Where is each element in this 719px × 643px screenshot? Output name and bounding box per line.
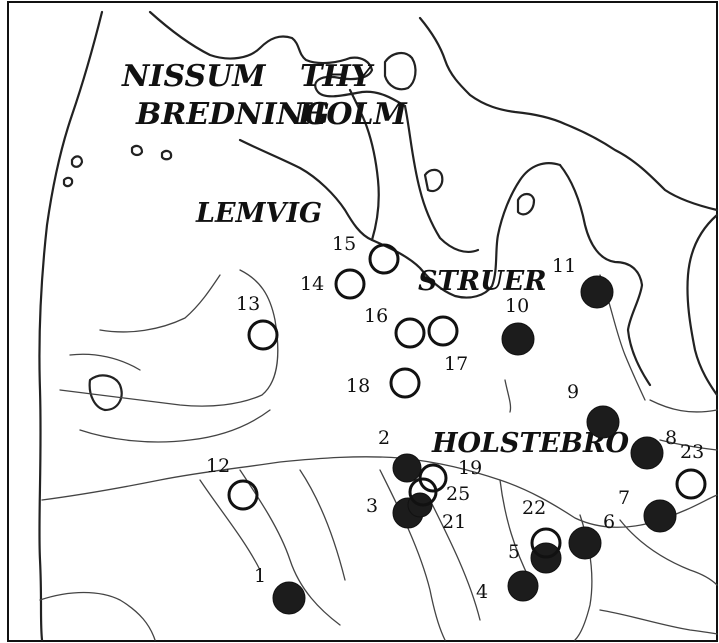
site-marker-open-16 [394,317,426,349]
river-inland-west-2 [79,409,271,443]
site-label-6: 6 [603,511,615,533]
site-label-4: 4 [476,581,488,603]
river-east-3 [659,439,718,451]
place-name-nissum: NISSUM [121,59,266,94]
site-marker-open-23 [675,468,707,500]
site-label-11: 11 [552,255,576,277]
coastline-bay [238,138,562,299]
site-marker-open-14 [334,268,366,300]
site-marker-filled-11 [580,275,614,309]
site-marker-open-17 [427,315,459,347]
site-marker-filled-2 [392,453,422,483]
site-marker-filled-6 [568,526,602,560]
river-holstebro [41,456,718,528]
coastline-east [558,163,652,387]
place-name-struer: STRUER [418,266,547,297]
site-label-10: 10 [505,295,529,317]
site-label-18: 18 [346,375,370,397]
river-south-6 [499,479,531,581]
site-marker-filled-1 [272,581,306,615]
river-inland-west [59,269,279,407]
coastline-peninsula [403,104,480,254]
site-marker-open-22 [530,527,562,559]
place-name-lemvig: LEMVIG [195,198,322,229]
site-label-16: 16 [364,305,388,327]
river-inland-west-4 [69,353,141,371]
site-marker-filled-8 [630,436,664,470]
site-label-3: 3 [366,495,378,517]
site-marker-filled-9 [586,405,620,439]
river-far-south [599,609,718,635]
coastline-far-east [686,213,719,397]
coastline-north [148,10,407,108]
site-marker-open-13 [247,319,279,351]
site-marker-open-12 [227,479,259,511]
site-marker-filled-10 [501,322,535,356]
site-label-2: 2 [378,427,390,449]
river-south-4 [379,469,446,641]
island-small-1 [423,168,444,193]
site-label-17: 17 [444,353,468,375]
site-marker-open-25 [408,477,438,507]
site-label-21: 21 [442,511,466,533]
coastline-limfjord [348,88,380,242]
site-label-22: 22 [522,497,546,519]
river-struer-south [504,379,512,413]
island-small-2 [516,192,536,216]
site-label-19: 19 [458,457,482,479]
map-frame [7,1,718,642]
river-east-2 [649,399,718,413]
place-name-holm: HOLM [297,97,408,132]
site-label-25: 25 [446,483,470,505]
river-south-8 [619,519,718,586]
river-south-1 [199,479,261,571]
site-marker-open-18 [389,367,421,399]
place-name-thy: THY [300,59,375,94]
site-marker-open-15 [368,243,400,275]
site-label-1: 1 [254,565,266,587]
coastline-thy [418,16,719,212]
site-label-15: 15 [332,233,356,255]
site-label-12: 12 [206,455,230,477]
site-marker-filled-7 [643,499,677,533]
island-small-5 [160,149,173,161]
site-label-13: 13 [236,293,260,315]
site-label-14: 14 [300,273,324,295]
site-label-5: 5 [508,541,520,563]
river-inland-west-3 [99,274,221,333]
site-label-7: 7 [618,487,630,509]
site-label-23: 23 [680,441,704,463]
island-west-coast [88,374,123,412]
site-marker-filled-4 [507,570,539,602]
river-south-3 [299,469,346,581]
place-name-bredning: BREDNING [135,97,330,132]
island-small-3 [70,155,84,168]
river-south-9 [39,591,156,641]
island-holm [383,52,417,91]
island-small-6 [62,176,74,188]
site-label-8: 8 [665,427,677,449]
coastline-west [38,10,104,642]
island-small-4 [130,144,144,157]
river-south-5 [429,499,481,621]
site-label-9: 9 [567,381,579,403]
